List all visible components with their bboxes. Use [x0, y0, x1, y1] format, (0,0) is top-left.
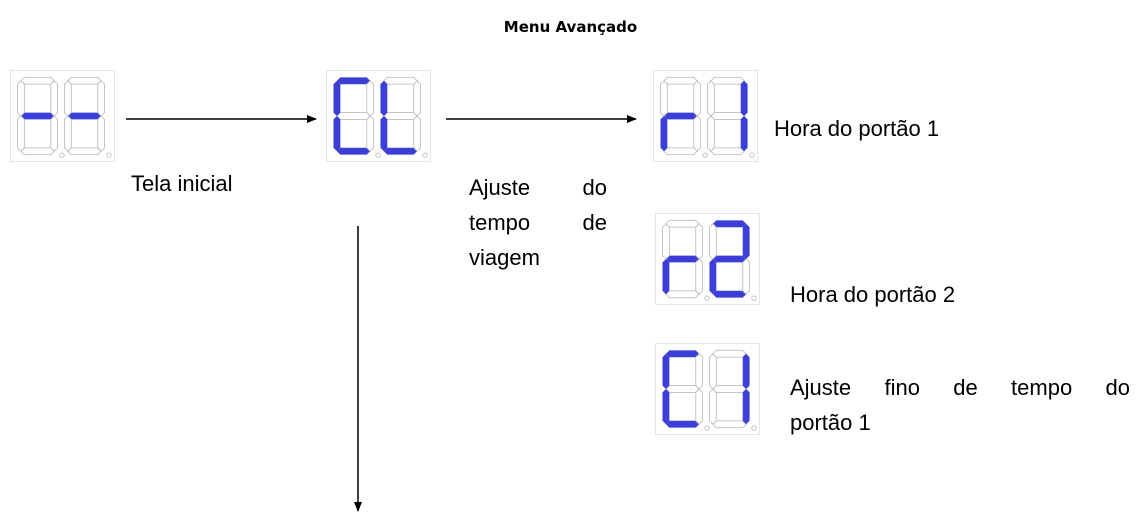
display-r1: [653, 70, 758, 162]
display-cl-digit-1-segment-d: [336, 147, 371, 155]
display-r1-digit-1-segment-b: [693, 80, 702, 117]
display-inicial-digit-2-segment-a: [67, 76, 102, 85]
display-r2-digit-1-segment-e: [662, 259, 670, 295]
display-r1-digit-1-segment-f: [660, 80, 668, 117]
display-c1-digit-2-segment-e: [709, 388, 717, 425]
display-r2-digit-1-segment-g: [665, 255, 700, 263]
display-r2-digit-2-segment-a: [712, 220, 747, 228]
display-cl-digit-2-segment-f: [380, 80, 388, 116]
label-ajuste-fino-line2: portão 1: [790, 410, 871, 435]
display-c1-digit-1-segment-e: [662, 389, 670, 425]
diagram-title: Menu Avançado: [503, 18, 638, 36]
display-cl: [326, 70, 431, 162]
display-c1-digit-2-segment-d: [712, 420, 747, 429]
display-r1-digit-2-segment-f: [707, 80, 715, 117]
display-inicial-digit-2-decimal-point: [106, 152, 112, 158]
display-cl-digit-1-decimal-point: [375, 152, 381, 158]
display-c1: [655, 343, 760, 435]
display-r2-digit-2-segment-d: [712, 290, 747, 298]
display-c1-digit-2-segment-g: [712, 385, 747, 393]
display-inicial: [10, 70, 115, 162]
display-cl-digit-1-segment-f: [333, 80, 341, 116]
display-cl-digit-2-segment-e: [380, 116, 388, 152]
display-inicial-digit-2-segment-f: [64, 80, 72, 117]
display-r1-digit-1-segment-e: [660, 116, 668, 152]
display-c1-digit-2-segment-c: [742, 389, 750, 425]
label-ajuste-fino: Ajuste fino de tempo do portão 1: [790, 370, 1130, 440]
label-ajuste-tempo-line2: tempo de: [469, 210, 607, 235]
display-inicial-digit-1-segment-g: [20, 112, 55, 120]
display-r1-digit-1-segment-g: [663, 112, 698, 120]
display-cl-digit-2-segment-d: [383, 147, 418, 155]
display-r2-digit-2-decimal-point: [751, 295, 757, 301]
label-hora-portao-2: Hora do portão 2: [790, 282, 956, 307]
display-c1-digit-1-segment-g: [665, 385, 700, 393]
display-r1-digit-1-segment-a: [663, 76, 698, 85]
display-inicial-digit-1-decimal-point: [59, 152, 65, 158]
display-c1-digit-2-segment-a: [712, 349, 747, 358]
display-cl-digit-2-segment-c: [413, 115, 422, 152]
display-inicial-digit-1-segment-c: [50, 115, 59, 152]
display-inicial-digit-1-segment-d: [20, 147, 55, 156]
display-r2-digit-1-segment-d: [665, 290, 700, 299]
display-c1-digit-1-segment-d: [665, 420, 700, 428]
display-c1-digit-1-segment-a: [665, 350, 700, 358]
display-r1-digit-2-segment-g: [710, 112, 745, 120]
display-inicial-digit-1-segment-f: [17, 80, 25, 117]
label-ajuste-tempo: Ajuste do tempo de viagem: [469, 170, 607, 275]
display-cl-digit-1-segment-c: [366, 115, 375, 152]
display-c1-digit-1-decimal-point: [704, 425, 710, 431]
display-r2-digit-1-segment-b: [695, 223, 704, 260]
display-cl-digit-2-segment-a: [383, 76, 418, 85]
display-r2-digit-2-segment-f: [709, 223, 717, 260]
label-ajuste-tempo-line3: viagem: [469, 245, 540, 270]
display-r2: [655, 213, 760, 305]
display-r1-digit-2-segment-a: [710, 76, 745, 85]
display-cl-digit-1-segment-e: [333, 116, 341, 152]
display-r1-digit-1-segment-d: [663, 147, 698, 156]
display-cl-digit-1-segment-b: [366, 80, 375, 117]
display-inicial-digit-2-segment-g: [67, 112, 102, 120]
display-r2-digit-2-segment-g: [712, 255, 747, 263]
display-r1-digit-2-segment-e: [707, 115, 715, 152]
display-r1-digit-2-segment-b: [740, 80, 748, 116]
display-c1-digit-1-segment-f: [662, 353, 670, 389]
label-ajuste-tempo-line1: Ajuste do: [469, 175, 607, 200]
label-tela-inicial: Tela inicial: [131, 171, 233, 196]
display-c1-digit-1-segment-c: [695, 388, 704, 425]
display-r1-digit-2-segment-d: [710, 147, 745, 156]
display-cl-digit-2-segment-b: [413, 80, 422, 117]
display-r1-digit-2-segment-c: [740, 116, 748, 152]
display-inicial-digit-1-segment-b: [50, 80, 59, 117]
display-r1-digit-1-decimal-point: [702, 152, 708, 158]
display-inicial-digit-1-segment-a: [20, 76, 55, 85]
display-c1-digit-2-segment-f: [709, 353, 717, 390]
display-cl-digit-1-segment-a: [336, 77, 371, 85]
display-inicial-digit-2-segment-c: [97, 115, 106, 152]
display-inicial-digit-2-segment-b: [97, 80, 106, 117]
display-inicial-digit-2-segment-d: [67, 147, 102, 156]
display-cl-digit-1-segment-g: [336, 112, 371, 120]
display-c1-digit-2-decimal-point: [751, 425, 757, 431]
display-r2-digit-1-segment-a: [665, 219, 700, 228]
display-r1-digit-1-segment-c: [693, 115, 702, 152]
display-c1-digit-2-segment-b: [742, 353, 750, 389]
display-r2-digit-2-segment-e: [709, 259, 717, 295]
display-cl-digit-2-decimal-point: [422, 152, 428, 158]
display-r1-digit-2-decimal-point: [749, 152, 755, 158]
label-hora-portao-1: Hora do portão 1: [774, 116, 940, 141]
display-inicial-digit-2-segment-e: [64, 115, 72, 152]
display-r2-digit-2-segment-c: [742, 258, 751, 295]
label-ajuste-fino-line1: Ajuste fino de tempo do: [790, 375, 1130, 400]
display-inicial-digit-1-segment-e: [17, 115, 25, 152]
display-r2-digit-2-segment-b: [742, 223, 750, 259]
display-r2-digit-1-decimal-point: [704, 295, 710, 301]
display-cl-digit-2-segment-g: [383, 112, 418, 120]
display-r2-digit-1-segment-c: [695, 258, 704, 295]
display-r2-digit-1-segment-f: [662, 223, 670, 260]
display-c1-digit-1-segment-b: [695, 353, 704, 390]
